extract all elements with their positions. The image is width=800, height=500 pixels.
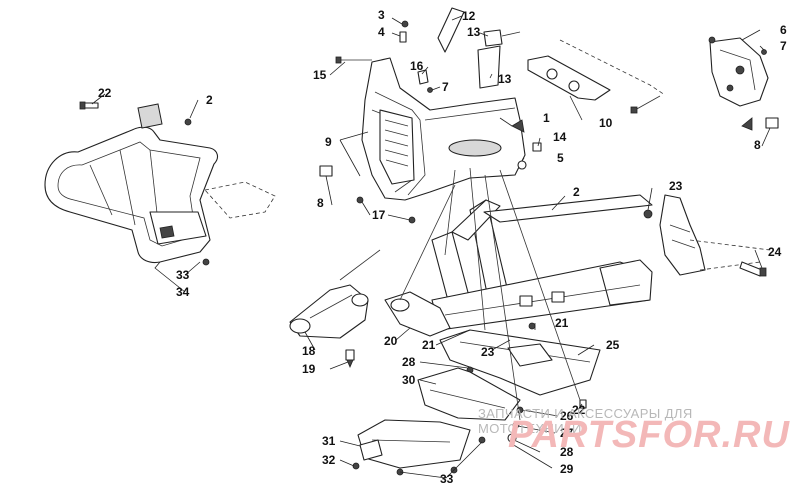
callout-15: 16 <box>410 59 424 73</box>
screw-3 <box>401 20 409 28</box>
nut-6 <box>708 36 716 44</box>
callout-12: 13 <box>467 25 481 39</box>
callout-9: 9 <box>325 135 332 149</box>
leader-lines <box>91 15 771 479</box>
callout-20: 21 <box>555 316 569 330</box>
watermark-logo: PARTSFOR.RU <box>508 414 790 456</box>
block-13-top <box>477 45 501 89</box>
callout-30: 30 <box>402 373 416 387</box>
belly-panel-30 <box>417 367 521 421</box>
callout-31: 31 <box>322 434 336 448</box>
callout-7-right: 7 <box>780 39 787 53</box>
rivet-4 <box>399 31 407 43</box>
screw-7-left <box>427 87 433 93</box>
marker-1 <box>511 119 525 133</box>
callout-3: 3 <box>378 8 385 22</box>
bumper-bolt-22 <box>79 101 99 110</box>
skid-plate-25 <box>439 329 601 396</box>
clip-15 <box>417 69 429 85</box>
spindle-bracket-19 <box>384 291 451 337</box>
screw-21-right <box>579 399 587 409</box>
reference-lines <box>339 167 581 421</box>
callout-5: 5 <box>557 151 564 165</box>
callout-33-bumper: 33 <box>176 268 190 282</box>
callout-28-top: 28 <box>402 355 416 369</box>
screw-20 <box>528 322 536 330</box>
nut-23 <box>643 209 653 219</box>
callout-23: 23 <box>669 179 683 193</box>
spindle-bracket-17 <box>289 284 369 339</box>
bracket-12 <box>483 29 521 47</box>
callout-29: 29 <box>560 462 574 476</box>
main-frame <box>431 194 653 331</box>
bolt-plate <box>630 95 661 114</box>
callout-19: 20 <box>384 334 398 348</box>
callout-16: 17 <box>372 208 386 222</box>
callout-32: 32 <box>322 453 336 467</box>
callout-18: 19 <box>302 362 316 376</box>
callout-1: 1 <box>543 111 550 125</box>
bolt-14 <box>335 56 372 64</box>
callout-26: 26 <box>560 409 574 423</box>
plate-10 <box>527 55 611 101</box>
callout-13-top: 13 <box>498 72 512 86</box>
callout-10: 10 <box>599 116 613 130</box>
callout-22-frame: 23 <box>481 345 495 359</box>
callout-22-bumper: 22 <box>98 86 112 100</box>
callout-7-left: 7 <box>442 80 449 94</box>
callout-24: 24 <box>768 245 782 259</box>
plate-10-ghost <box>559 39 666 96</box>
bumper-nut-2 <box>184 118 192 126</box>
callout-21-left: 21 <box>422 338 436 352</box>
screw-33-bumper <box>202 258 210 266</box>
bumper-block-8-left <box>319 165 333 177</box>
callout-14: 15 <box>313 68 327 82</box>
callout-4: 4 <box>378 25 385 39</box>
callout-8-left: 8 <box>317 196 324 210</box>
fastener-27 <box>512 421 520 429</box>
callout-33-bottom: 33 <box>440 472 454 486</box>
callout-6: 6 <box>780 23 787 37</box>
callout-2-frame: 2 <box>573 185 580 199</box>
screw-7-right <box>761 49 767 55</box>
callout-8-right: 8 <box>754 138 761 152</box>
callout-11: 12 <box>462 9 476 23</box>
callout-2-bumper: 2 <box>206 93 213 107</box>
callout-25: 25 <box>606 338 620 352</box>
steering-bracket-6 <box>709 37 769 107</box>
callout-labels: 3 4 12 13 13 15 16 7 9 8 17 10 1 14 5 6 … <box>98 8 787 486</box>
marker-right <box>741 117 753 131</box>
lower-panel-31 <box>357 419 471 469</box>
callout-27: 27 <box>560 426 574 440</box>
bumper-ghost-outline <box>204 181 276 219</box>
bolt-24 <box>739 261 767 277</box>
callout-21-right: 22 <box>572 403 586 417</box>
watermark-tagline: ЗАПЧАСТИ И АКСЕССУАРЫ ДЛЯ МОТОТЕХНИКИ <box>478 406 693 436</box>
mirror-bracket-11 <box>437 7 465 53</box>
frame-support-right <box>659 194 771 276</box>
nut-5 <box>517 160 527 170</box>
bumper-block-8-right <box>765 117 779 129</box>
block-13-right <box>532 142 542 152</box>
screw-18 <box>345 349 355 369</box>
front-bumper <box>44 103 219 264</box>
callout-13-right: 14 <box>553 130 567 144</box>
callout-34: 34 <box>176 285 190 299</box>
callout-17: 18 <box>302 344 316 358</box>
callout-28-bottom: 28 <box>560 445 574 459</box>
